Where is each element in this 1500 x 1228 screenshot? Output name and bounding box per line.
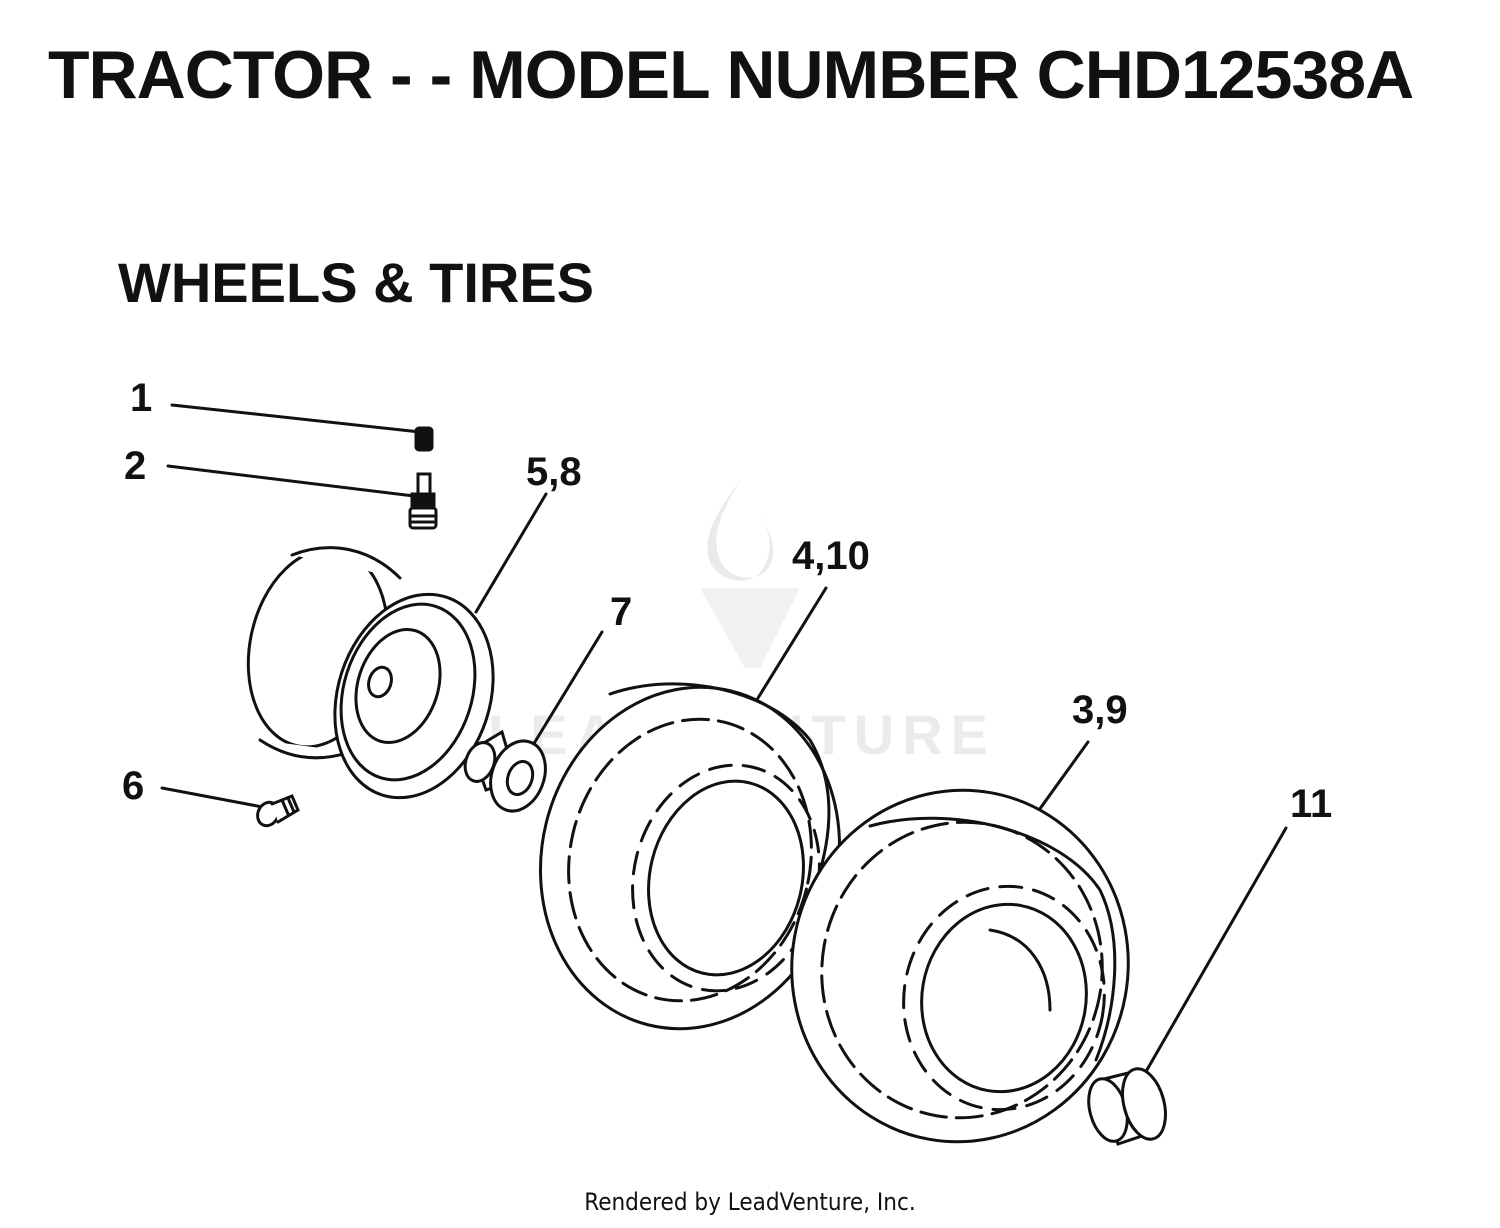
wheel-rim-part	[246, 546, 495, 800]
callout-7: 7	[610, 590, 633, 634]
front-tire-part	[538, 682, 842, 1031]
callout-4-10: 4,10	[792, 534, 870, 578]
leader-line-7	[528, 630, 604, 752]
valve-cap-part	[414, 426, 434, 452]
bushing-part	[463, 729, 547, 813]
page-title: TRACTOR - - MODEL NUMBER CHD12538A	[48, 37, 1414, 113]
valve-stem-part	[408, 472, 438, 530]
hub-cap-part	[1087, 1067, 1167, 1146]
callout-6: 6	[122, 764, 145, 808]
callout-5-8: 5,8	[526, 450, 582, 494]
rear-tire-part	[790, 788, 1130, 1144]
leader-line-11	[1138, 826, 1288, 1084]
leader-lines	[160, 403, 1288, 1084]
callout-2: 2	[124, 444, 147, 488]
callout-3-9: 3,9	[1072, 688, 1128, 732]
lug-bolt-part	[256, 794, 300, 828]
leader-line-410	[756, 586, 828, 700]
leader-line-2	[166, 464, 416, 498]
callout-1: 1	[130, 376, 153, 420]
leader-line-58	[474, 492, 548, 614]
leader-line-1	[170, 403, 422, 434]
footer-credit: Rendered by LeadVenture, Inc.	[584, 1188, 916, 1216]
section-title: WHEELS & TIRES	[118, 251, 595, 314]
leader-line-6	[160, 786, 270, 810]
callout-11: 11	[1290, 782, 1333, 826]
